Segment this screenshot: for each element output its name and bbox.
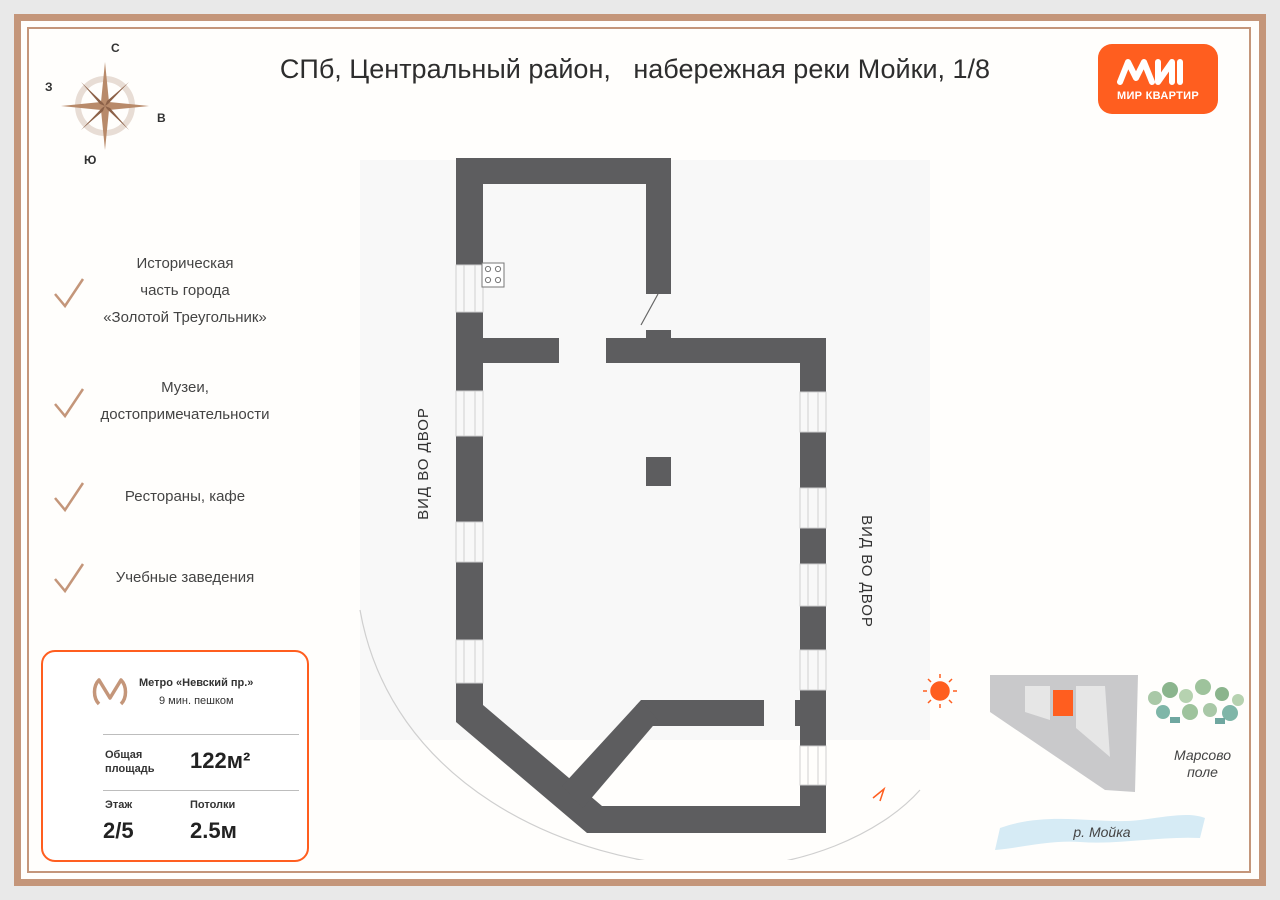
check-icon [54,563,85,594]
feature-education: Учебные заведения [115,569,255,586]
area-value: 122м² [190,748,251,773]
brand-logo[interactable]: МИР КВАРТИР [1098,44,1218,114]
area-label: Общая площадь [105,749,155,775]
metro-walk-time: 9 мин. пешком [159,695,234,707]
feature-historic: Историческая часть города «Золотой Треуг… [103,255,267,326]
ceiling-value: 2.5м [190,818,237,843]
divider [103,734,299,735]
metro-name: Метро «Невский пр.» [139,677,254,689]
stove-icon [481,262,505,288]
location-map [990,675,1244,850]
brand-mark-icon [1117,59,1183,85]
feature-museums: Музеи, достопримечательности [100,379,270,423]
feature-restaurants: Рестораны, кафе [124,488,246,505]
metro-icon [92,678,128,706]
floor-label: Этаж [105,799,133,811]
floor-value: 2/5 [103,818,134,843]
river-label: р. Мойка [1073,824,1131,840]
info-panel: Метро «Невский пр.» 9 мин. пешком Общая … [41,650,309,862]
compass-rose-icon [61,62,149,150]
check-icon [54,388,85,419]
park-label: Марсово поле [1174,747,1231,780]
compass-east-label: В [157,111,166,125]
floor-plan [351,158,957,860]
divider [103,790,299,791]
sun-icon [923,674,957,708]
compass-north-label: С [111,41,120,55]
view-label-left: ВИД ВО ДВОР [414,407,432,520]
page-title: СПб, Центральный район, набережная реки … [279,54,991,84]
frame-inner-line [27,27,1251,873]
view-label-right: ВИД ВО ДВОР [857,515,875,628]
check-icon [54,482,85,513]
check-icon [54,278,85,309]
compass-west-label: З [45,80,53,94]
brand-name: МИР КВАРТИР [1117,90,1199,102]
ceiling-label: Потолки [190,799,236,811]
compass-south-label: Ю [84,153,97,167]
